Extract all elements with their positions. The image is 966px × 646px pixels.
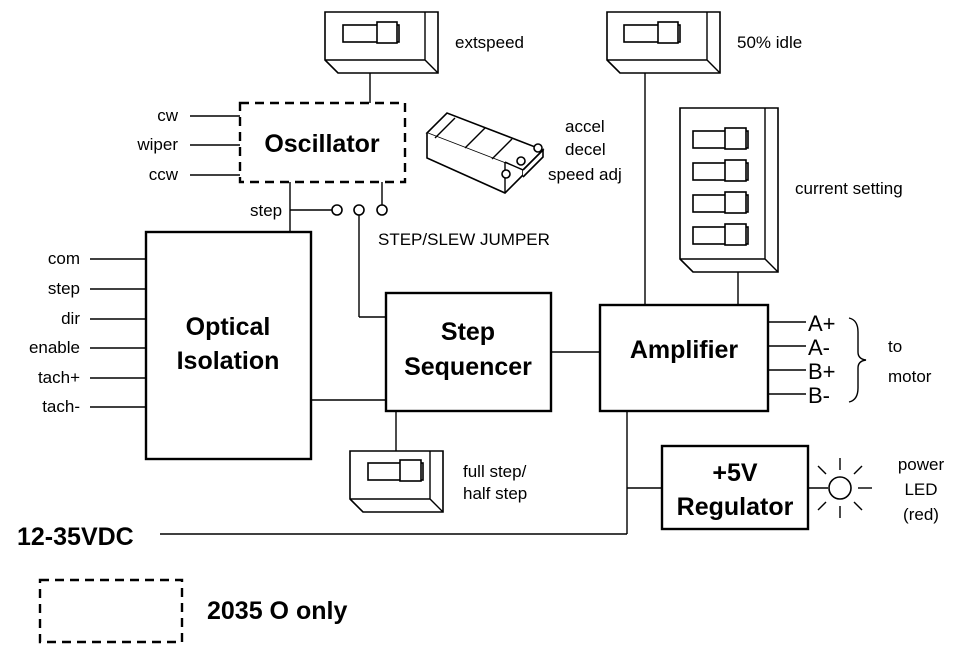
jumper-pin-1 xyxy=(331,204,343,216)
motor-output-a-plus: A+ xyxy=(808,311,836,336)
osc-input-wiper: wiper xyxy=(136,135,178,154)
step-sequencer-label-line1: Step xyxy=(441,318,495,346)
legend-label: 2035 O only xyxy=(207,597,347,625)
fullstep-label-line2: half step xyxy=(463,484,527,503)
optical-isolation-block xyxy=(144,230,313,461)
iso-input-step: step xyxy=(48,279,80,298)
to-motor-line1: to xyxy=(888,337,902,356)
optical-label-line2: Isolation xyxy=(177,347,280,375)
led-label-line1: power xyxy=(898,455,945,474)
oscillator-block xyxy=(238,101,407,184)
amplifier-label: Amplifier xyxy=(630,336,739,364)
iso-input-enable: enable xyxy=(29,338,80,357)
current-setting-switch xyxy=(679,107,779,273)
motor-output-b-plus: B+ xyxy=(808,359,836,384)
iso-input-tach-plus: tach+ xyxy=(38,368,80,387)
osc-input-ccw: ccw xyxy=(149,165,179,184)
fullstep-switch xyxy=(349,450,444,513)
iso-input-com: com xyxy=(48,249,80,268)
current-setting-label: current setting xyxy=(795,179,903,198)
led-label-line2: LED xyxy=(904,480,937,499)
motor-output-b-minus: B- xyxy=(808,383,830,408)
step-sequencer-block xyxy=(384,291,553,413)
led-label-line3: (red) xyxy=(903,505,939,524)
iso-input-dir: dir xyxy=(61,309,80,328)
optical-label-line1: Optical xyxy=(186,313,271,341)
supply-label: 12-35VDC xyxy=(17,523,134,551)
amplifier-block xyxy=(598,303,770,413)
jumper-step-label: step xyxy=(250,201,282,220)
iso-input-tach-minus: tach- xyxy=(42,397,80,416)
regulator-label-line2: Regulator xyxy=(677,493,794,521)
fullstep-label-line1: full step/ xyxy=(463,462,527,481)
potentiometer-block xyxy=(425,112,545,194)
jumper-pin-2 xyxy=(353,204,365,216)
legend-dashed-box xyxy=(38,578,184,644)
extspeed-label: extspeed xyxy=(455,33,524,52)
step-sequencer-label-line2: Sequencer xyxy=(404,353,532,381)
accel-label: accel xyxy=(565,117,605,136)
regulator-label-line1: +5V xyxy=(712,459,758,487)
decel-label: decel xyxy=(565,140,606,159)
osc-input-cw: cw xyxy=(157,106,179,125)
oscillator-label: Oscillator xyxy=(264,130,380,158)
jumper-pin-3 xyxy=(376,204,388,216)
idle-switch xyxy=(606,11,721,74)
to-motor-line2: motor xyxy=(888,367,932,386)
speed-adj-label: speed adj xyxy=(548,165,622,184)
power-led-icon xyxy=(817,458,872,518)
idle-label: 50% idle xyxy=(737,33,802,52)
extspeed-switch xyxy=(324,11,439,74)
motor-output-a-minus: A- xyxy=(808,335,830,360)
jumper-label: STEP/SLEW JUMPER xyxy=(378,230,550,249)
motor-brace xyxy=(848,317,867,403)
